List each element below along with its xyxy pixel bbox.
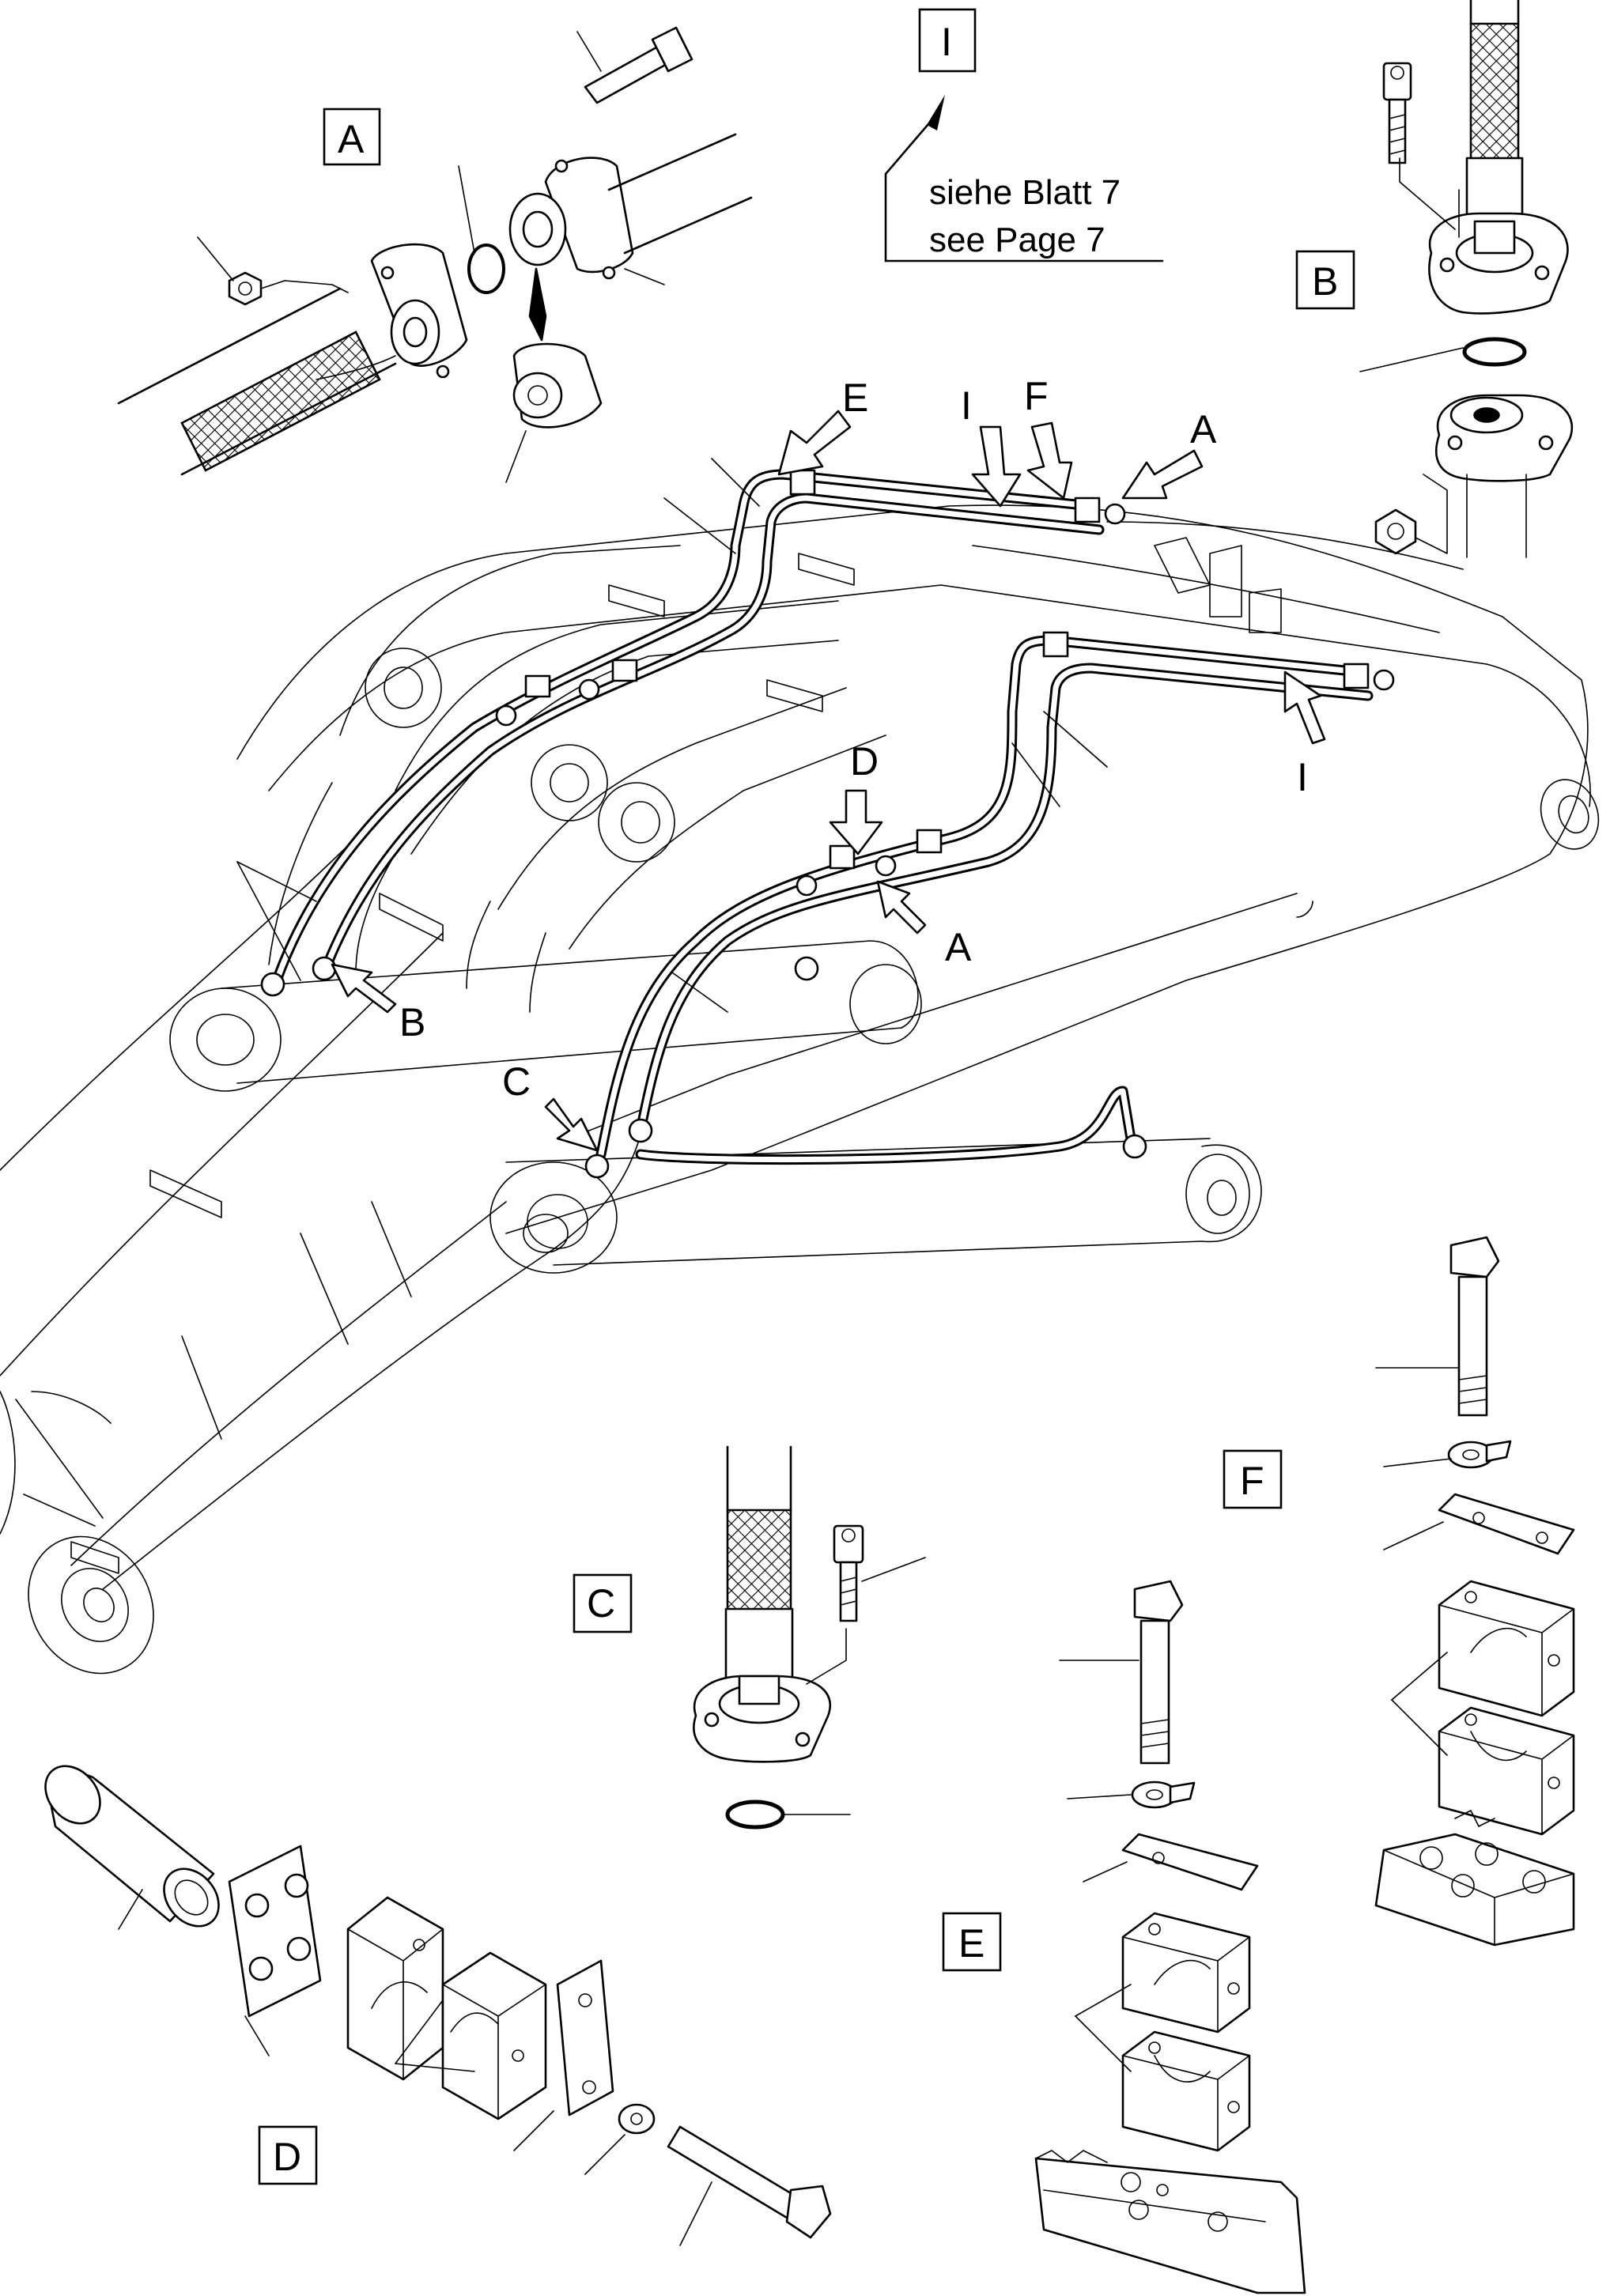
callout-c: C xyxy=(502,1059,531,1104)
callout-b: B xyxy=(399,1000,425,1044)
pipe-clamp-icon xyxy=(228,1845,614,2120)
reference-note-line-2: see Page 7 xyxy=(929,221,1105,259)
callout-i: I xyxy=(961,383,972,428)
detail-c-label: C xyxy=(587,1581,615,1626)
callout-i: I xyxy=(1297,755,1308,799)
detail-d: D xyxy=(44,1765,832,2246)
detail-c: C xyxy=(573,1445,926,1830)
detail-label-box xyxy=(1295,250,1355,310)
bolt-icon xyxy=(584,26,694,104)
cylinder-end-eye xyxy=(489,1161,618,1274)
flange-icon xyxy=(260,503,1395,1179)
detail-label-box xyxy=(942,1912,1002,1972)
pipe-clamp-icon xyxy=(1121,1912,1251,2152)
o-ring-icon xyxy=(725,1799,785,1830)
bolt-icon xyxy=(1449,1236,1500,1417)
boom-callout-arrows xyxy=(331,410,1326,1152)
boom-structure xyxy=(0,504,1600,1675)
bolt-icon xyxy=(833,1524,864,1622)
foot-pin-boss xyxy=(28,1535,154,1675)
nut-icon xyxy=(1374,508,1417,555)
boom-leader-lines xyxy=(236,458,1108,1013)
o-ring-icon xyxy=(467,244,505,294)
bolt-icon xyxy=(1133,1580,1184,1765)
flange-icon xyxy=(370,243,468,379)
bolt-icon xyxy=(1382,62,1412,164)
detail-b-label: B xyxy=(1312,259,1338,304)
boom-nose-pin xyxy=(1540,779,1600,850)
callout-e: E xyxy=(842,376,868,420)
reference-note: I siehe Blatt 7 see Page 7 xyxy=(884,8,1164,262)
braided-hose-icon xyxy=(1469,0,1520,164)
pipe-clamp-icon xyxy=(1438,1580,1575,1836)
braided-hose-icon xyxy=(726,1445,792,1614)
detail-e: E xyxy=(942,1580,1306,2294)
o-ring-icon xyxy=(1462,337,1527,367)
bolt-icon xyxy=(618,2103,832,2239)
callout-a: A xyxy=(1190,407,1217,451)
sleeve-icon xyxy=(44,1765,220,1928)
callout-a: A xyxy=(945,925,972,969)
reference-note-line-1: siehe Blatt 7 xyxy=(929,173,1121,212)
flange-icon xyxy=(508,157,634,280)
detail-e-label: E xyxy=(958,1921,985,1966)
nut-icon xyxy=(228,271,263,306)
reference-label: I xyxy=(941,20,952,64)
braided-hose-icon xyxy=(117,287,397,476)
detail-f: F xyxy=(1223,1236,1575,1947)
callout-d: D xyxy=(850,739,879,784)
detail-label-box xyxy=(573,1573,633,1633)
detail-a-label: A xyxy=(338,117,365,161)
boom-callout-labels: E I F A I D A B C xyxy=(399,374,1308,1104)
detail-b: B xyxy=(1295,0,1574,558)
hydraulic-pipes xyxy=(260,469,1395,1179)
detail-a: A xyxy=(117,26,753,483)
reference-label-box xyxy=(918,8,977,73)
detail-label-box xyxy=(323,108,381,166)
detail-f-label: F xyxy=(1240,1459,1264,1503)
boom-cylinders xyxy=(169,940,1262,1274)
detail-label-box xyxy=(258,2125,318,2185)
callout-f: F xyxy=(1024,374,1049,418)
detail-label-box xyxy=(1223,1449,1283,1509)
pipe-clamp-icon xyxy=(524,469,1370,870)
detail-d-label: D xyxy=(273,2135,301,2179)
